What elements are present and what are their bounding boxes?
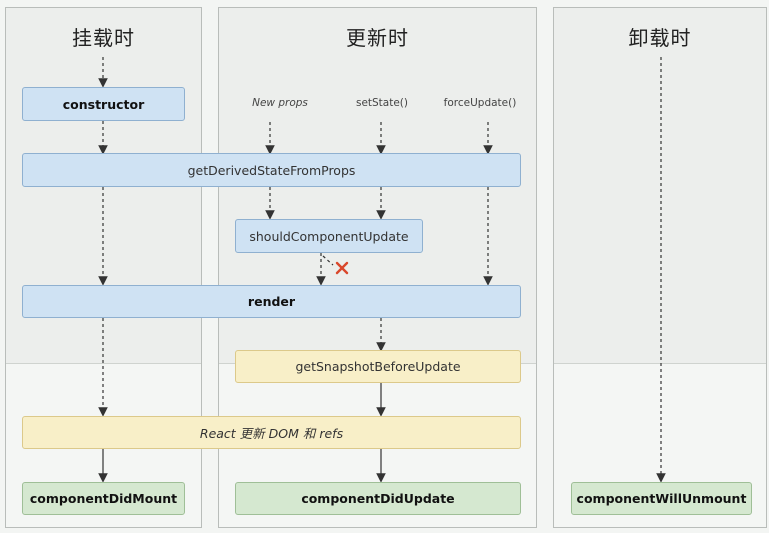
trigger-new-props: New props [252,97,308,109]
trigger-force-update: forceUpdate() [443,97,517,109]
cancel-x-icon [335,261,349,275]
component-will-unmount-node: componentWillUnmount [571,482,752,515]
get-derived-state-from-props-node: getDerivedStateFromProps [22,153,521,187]
should-component-update-node: shouldComponentUpdate [235,219,423,253]
get-snapshot-before-update-node: getSnapshotBeforeUpdate [235,350,521,383]
component-did-mount-node: componentDidMount [22,482,185,515]
render-node: render [22,285,521,318]
constructor-node: constructor [22,87,185,121]
react-update-dom-node: React 更新 DOM 和 refs [22,416,521,449]
arrow-scu-cancel [322,255,334,266]
update-column-title: 更新时 [346,26,409,50]
unmount-column-title: 卸载时 [628,26,692,50]
component-did-update-node: componentDidUpdate [235,482,521,515]
trigger-set-state: setState() [355,97,409,109]
mount-column-title: 挂载时 [72,26,135,50]
